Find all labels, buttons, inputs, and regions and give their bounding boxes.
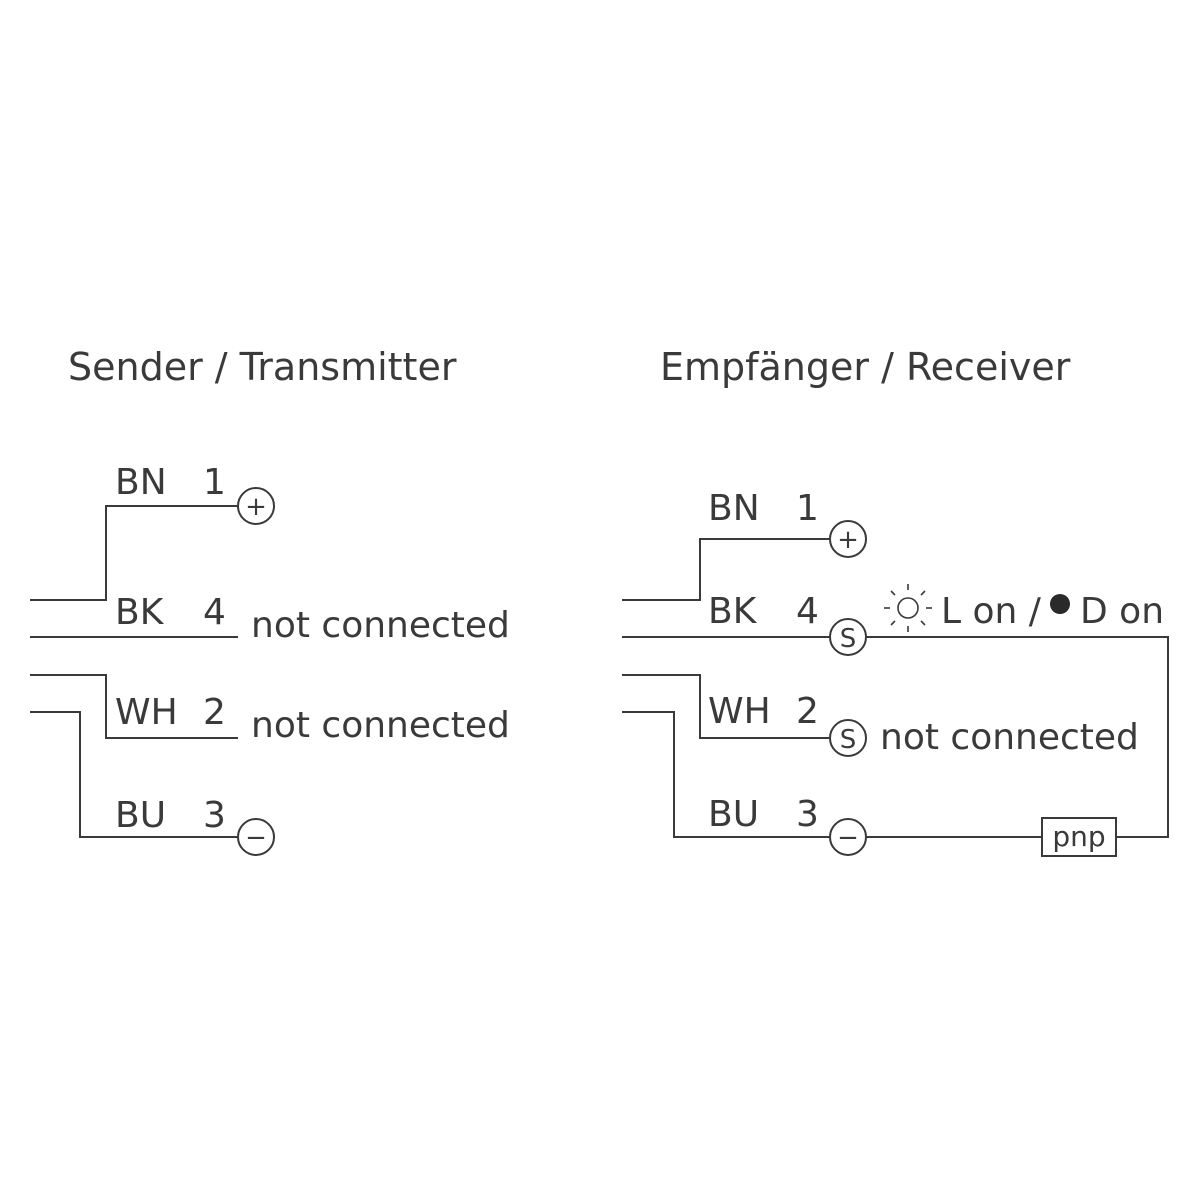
svg-text:+: + bbox=[245, 492, 267, 522]
svg-text:S: S bbox=[840, 624, 857, 654]
transmitter-wh-color: WH bbox=[115, 692, 178, 733]
pnp-label: pnp bbox=[1052, 820, 1105, 853]
transmitter-bu-pin: 3 bbox=[203, 795, 226, 836]
filled-dot-icon bbox=[1050, 594, 1070, 614]
transmitter-wh-note: not connected bbox=[251, 705, 510, 746]
receiver-diagram: Empfänger / Receiver BN 1 + BK 4 S bbox=[622, 345, 1169, 857]
receiver-bu-color: BU bbox=[708, 794, 759, 835]
receiver-plus-terminal-icon: + bbox=[829, 520, 867, 558]
dark-on-label: D on bbox=[1080, 591, 1164, 632]
svg-text:−: − bbox=[837, 823, 859, 853]
transmitter-bk-note: not connected bbox=[251, 605, 510, 646]
transmitter-bk-pin: 4 bbox=[203, 592, 226, 633]
transmitter-minus-terminal-icon: − bbox=[237, 818, 275, 856]
transmitter-bu-wire bbox=[30, 711, 238, 838]
transmitter-diagram: Sender / Transmitter BN 1 + BK 4 not con… bbox=[30, 345, 510, 856]
svg-text:S: S bbox=[840, 725, 857, 755]
receiver-bk-color: BK bbox=[708, 591, 758, 632]
transmitter-bn-wire bbox=[30, 505, 238, 601]
receiver-wh-note: not connected bbox=[880, 717, 1139, 758]
transmitter-wh-pin: 2 bbox=[203, 692, 226, 733]
receiver-bn-color: BN bbox=[708, 488, 760, 529]
receiver-minus-terminal-icon: − bbox=[829, 818, 867, 856]
transmitter-bn-color: BN bbox=[115, 462, 167, 503]
receiver-wh-switch-terminal-icon: S bbox=[829, 719, 867, 757]
receiver-bu-pin: 3 bbox=[796, 794, 819, 835]
sun-icon bbox=[884, 584, 932, 632]
pnp-output-box: pnp bbox=[1041, 817, 1117, 857]
receiver-wh-color: WH bbox=[708, 691, 771, 732]
receiver-bn-pin: 1 bbox=[796, 488, 819, 529]
svg-text:−: − bbox=[245, 823, 267, 853]
receiver-bn-wire bbox=[622, 538, 830, 601]
receiver-output-wire bbox=[866, 636, 1169, 838]
receiver-bk-pin: 4 bbox=[796, 591, 819, 632]
receiver-bu-wire bbox=[622, 711, 830, 838]
transmitter-wh-wire bbox=[30, 674, 238, 739]
transmitter-bn-pin: 1 bbox=[203, 462, 226, 503]
light-on-label: L on / bbox=[941, 591, 1042, 632]
receiver-switch-terminal-icon: S bbox=[829, 618, 867, 656]
svg-text:+: + bbox=[837, 525, 859, 555]
transmitter-plus-terminal-icon: + bbox=[237, 487, 275, 525]
receiver-wh-pin: 2 bbox=[796, 691, 819, 732]
transmitter-title: Sender / Transmitter bbox=[68, 345, 457, 389]
receiver-title: Empfänger / Receiver bbox=[660, 345, 1071, 389]
transmitter-bk-color: BK bbox=[115, 592, 165, 633]
transmitter-bu-color: BU bbox=[115, 795, 166, 836]
receiver-wh-wire bbox=[622, 674, 830, 739]
